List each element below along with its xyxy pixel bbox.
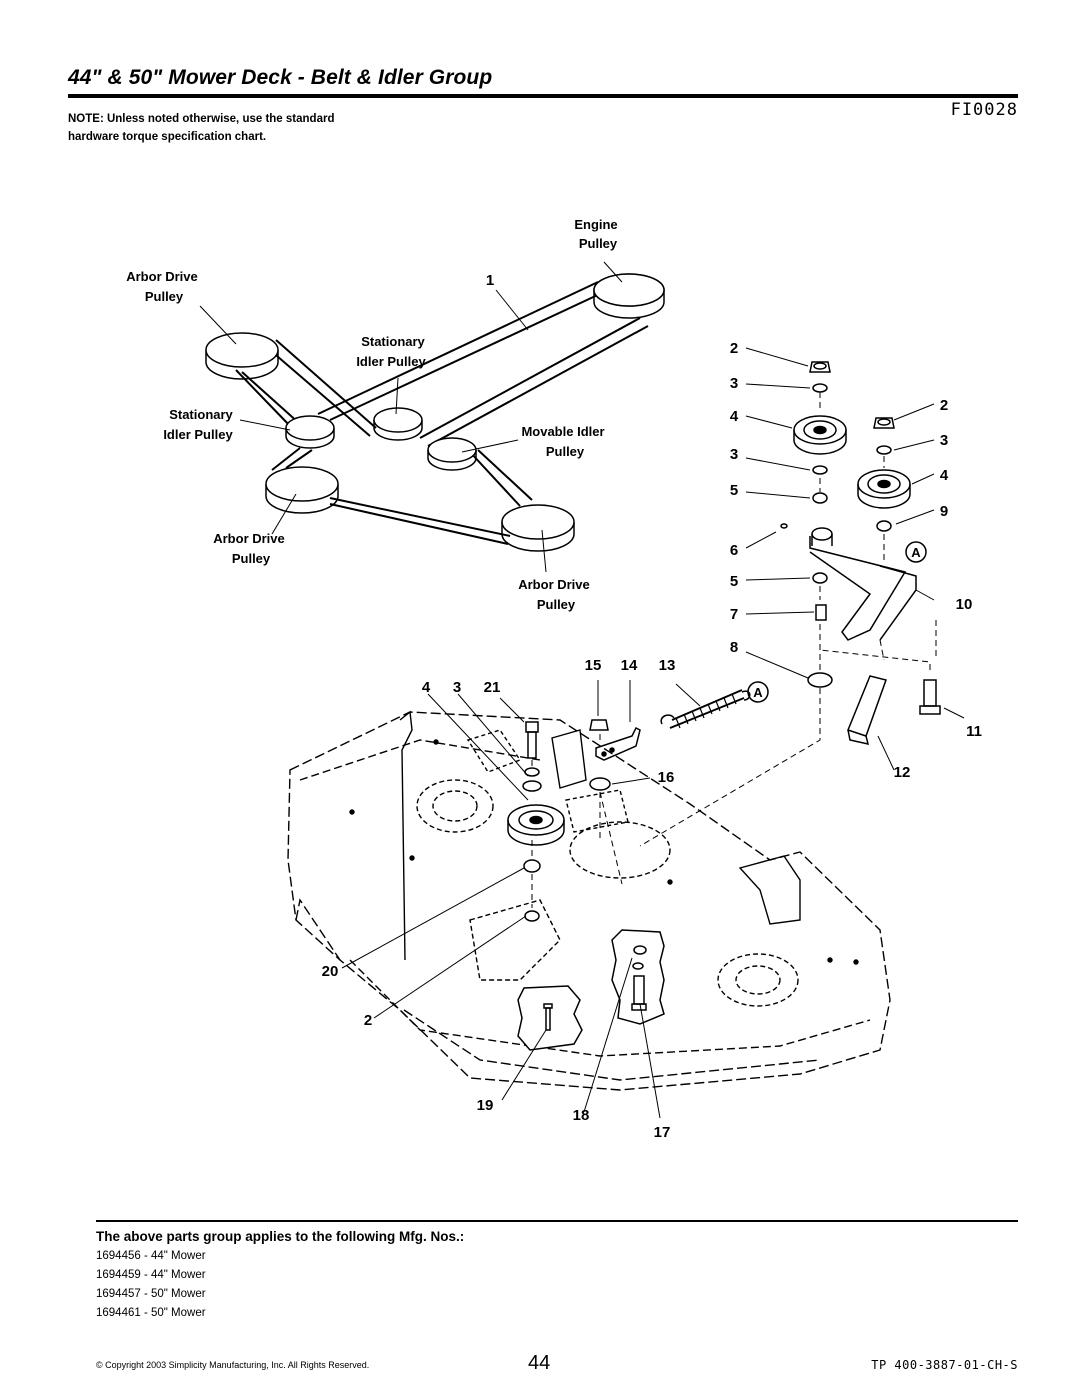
callout-leaders bbox=[341, 347, 965, 1119]
callout-5: 5 bbox=[730, 573, 738, 590]
applies-heading: The above parts group applies to the fol… bbox=[96, 1229, 465, 1244]
washer-right bbox=[876, 445, 892, 455]
mfg-number: 1694456 - 44" Mower bbox=[96, 1250, 206, 1262]
callout-4: 4 bbox=[940, 467, 949, 484]
label-stationary-center-2: Idler Pulley bbox=[356, 354, 426, 369]
bushing bbox=[815, 604, 827, 621]
flat-washer bbox=[807, 672, 833, 688]
callout-16: 16 bbox=[658, 769, 675, 786]
torque-note: NOTE: Unless noted otherwise, use the st… bbox=[68, 113, 335, 143]
callout-20: 20 bbox=[322, 963, 339, 980]
callout-3: 3 bbox=[730, 375, 738, 392]
callout-18: 18 bbox=[573, 1107, 590, 1124]
callout-8: 8 bbox=[730, 639, 738, 656]
spring-bracket bbox=[595, 726, 641, 761]
movable-idler-pulley bbox=[427, 437, 477, 471]
tension-spring bbox=[660, 689, 751, 729]
label-arbor-bottom-2: Pulley bbox=[232, 551, 271, 566]
callout-5: 5 bbox=[730, 482, 738, 499]
callout-19: 19 bbox=[477, 1097, 494, 1114]
copyright: © Copyright 2003 Simplicity Manufacturin… bbox=[96, 1360, 370, 1370]
callout-3: 3 bbox=[940, 432, 948, 449]
label-stationary-left-1: Stationary bbox=[169, 407, 233, 422]
mfg-number-list: 1694456 - 44" Mower 1694459 - 44" Mower … bbox=[96, 1247, 206, 1323]
callout-11: 11 bbox=[966, 723, 982, 740]
doc-code: TP 400-3887-01-CH-S bbox=[871, 1358, 1018, 1372]
center-idler-pulley bbox=[507, 804, 565, 846]
bumper-pad bbox=[847, 675, 887, 745]
callout-2: 2 bbox=[730, 340, 738, 357]
callout-3: 3 bbox=[730, 446, 738, 463]
arbor-pulley-left bbox=[205, 332, 279, 380]
ref-A-circle-lower bbox=[747, 681, 769, 703]
callout-12: 12 bbox=[894, 764, 911, 781]
spacer-lower bbox=[812, 572, 828, 584]
arbor-pulley-bottom bbox=[265, 466, 339, 514]
spindle-stack bbox=[507, 721, 565, 922]
idler-assembly bbox=[639, 361, 941, 847]
callout-2: 2 bbox=[940, 397, 948, 414]
mower-deck bbox=[287, 710, 891, 1091]
bolt-11 bbox=[919, 679, 941, 715]
callout-17: 17 bbox=[654, 1124, 671, 1141]
blade-right bbox=[611, 929, 665, 1025]
callout-13: 13 bbox=[659, 657, 676, 674]
idler-pulley-right bbox=[857, 469, 911, 509]
label-engine-pulley-1: Engine bbox=[574, 217, 617, 232]
callout-numbers: 1 2 3 4 3 5 6 5 7 8 2 3 4 9 A 10 11 12 1… bbox=[322, 272, 982, 1141]
component-labels: Engine Pulley Arbor Drive Pulley Station… bbox=[126, 217, 618, 612]
label-movable-idler-1: Movable Idler bbox=[521, 424, 604, 439]
washer-mid bbox=[812, 465, 828, 475]
callout-1: 1 bbox=[486, 272, 494, 289]
label-arbor-left-1: Arbor Drive bbox=[126, 269, 198, 284]
engine-pulley bbox=[593, 273, 665, 319]
label-arbor-left-2: Pulley bbox=[145, 289, 184, 304]
blade-left bbox=[517, 985, 583, 1051]
callout-14: 14 bbox=[621, 657, 638, 674]
bolt-21 bbox=[525, 721, 539, 759]
callout-A: A bbox=[911, 545, 921, 560]
spacer-16 bbox=[589, 777, 611, 791]
page-title: 44" & 50" Mower Deck - Belt & Idler Grou… bbox=[68, 66, 493, 89]
figure-code: FI0028 bbox=[950, 100, 1018, 120]
spacer-right bbox=[876, 520, 892, 532]
callout-7: 7 bbox=[730, 606, 738, 623]
callout-3: 3 bbox=[453, 679, 461, 696]
arbor-pulley-right bbox=[501, 504, 575, 552]
callout-9: 9 bbox=[940, 503, 948, 520]
label-stationary-center-1: Stationary bbox=[361, 334, 425, 349]
label-engine-pulley-2: Pulley bbox=[579, 236, 618, 251]
page-number: 44 bbox=[528, 1352, 551, 1374]
callout-4: 4 bbox=[422, 679, 431, 696]
callout-A: A bbox=[753, 685, 763, 700]
callout-6: 6 bbox=[730, 542, 738, 559]
applies-rule bbox=[96, 1220, 1018, 1222]
callout-21: 21 bbox=[484, 679, 501, 696]
label-arbor-right-1: Arbor Drive bbox=[518, 577, 590, 592]
idler-arm bbox=[809, 527, 917, 641]
idler-pulley-upper bbox=[793, 415, 847, 455]
mfg-number: 1694461 - 50" Mower bbox=[96, 1307, 206, 1319]
label-stationary-left-2: Idler Pulley bbox=[163, 427, 233, 442]
washer-upper bbox=[812, 383, 828, 393]
callout-10: 10 bbox=[956, 596, 973, 613]
nut-15 bbox=[589, 719, 609, 731]
nut-upper bbox=[809, 361, 831, 373]
stationary-idler-left bbox=[285, 415, 335, 449]
belt-routing bbox=[199, 261, 665, 573]
spacer-upper bbox=[812, 492, 828, 504]
mfg-number: 1694459 - 44" Mower bbox=[96, 1269, 206, 1281]
nut-right bbox=[873, 417, 895, 429]
label-arbor-right-2: Pulley bbox=[537, 597, 576, 612]
callout-4: 4 bbox=[730, 408, 739, 425]
callout-15: 15 bbox=[585, 657, 602, 674]
mfg-number: 1694457 - 50" Mower bbox=[96, 1288, 206, 1300]
callout-2: 2 bbox=[364, 1012, 372, 1029]
label-arbor-bottom-1: Arbor Drive bbox=[213, 531, 285, 546]
stationary-idler-center bbox=[373, 407, 423, 441]
title-rule bbox=[68, 94, 1018, 98]
label-movable-idler-2: Pulley bbox=[546, 444, 585, 459]
ref-A-circle-upper bbox=[905, 541, 927, 563]
